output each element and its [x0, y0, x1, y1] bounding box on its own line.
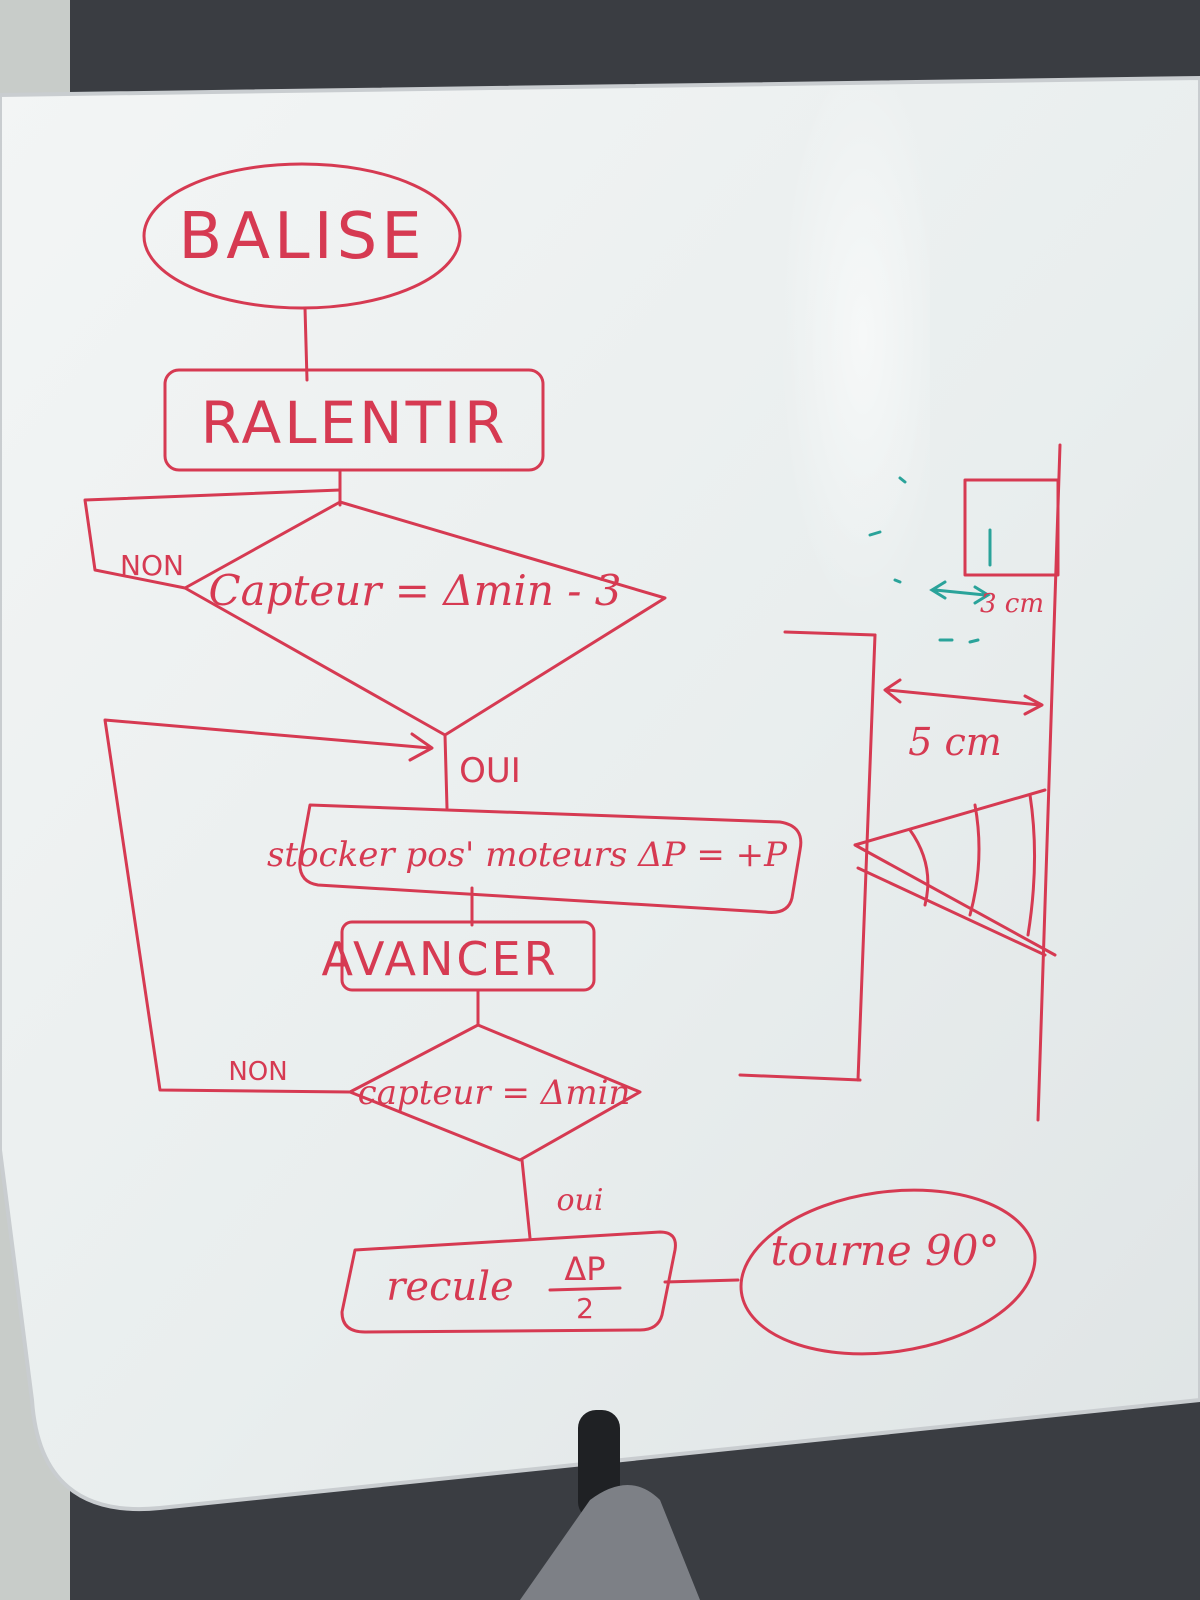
- decision2-no-label: NON: [228, 1057, 287, 1087]
- decision1-no-label: NON: [120, 549, 184, 582]
- connector-decision1-yes: [443, 733, 449, 810]
- store-box: [298, 803, 803, 914]
- advance-label: AVANCER: [321, 932, 558, 986]
- end-label: tourne 90°: [771, 1226, 1000, 1275]
- sketch-beacon-box: [963, 478, 1060, 577]
- teal-dashes: [868, 476, 980, 644]
- decision1-label: Capteur = Δmin - 3: [208, 566, 621, 615]
- start-ellipse: [142, 162, 462, 310]
- slow-box: [163, 368, 545, 472]
- sketch-bottom-ledge: [738, 1073, 862, 1082]
- sketch-top-ledge: [783, 630, 877, 637]
- end-ellipse: [739, 1188, 1037, 1356]
- fabric-strap: [520, 1485, 700, 1600]
- sketch-5cm-label: 5 cm: [908, 720, 1002, 764]
- decision2-diamond: [348, 1023, 642, 1162]
- fraction-bar: [548, 1286, 622, 1292]
- sketch-5cm-arrow: [883, 678, 1044, 716]
- flowchart: [83, 162, 1037, 1356]
- sketch-wall-outer: [1036, 443, 1062, 1122]
- loop-arrow-head: [408, 732, 434, 762]
- advance-box: [340, 920, 596, 992]
- back-box: [340, 1230, 677, 1334]
- decision1-no-loop: [83, 488, 342, 590]
- back-label: recule: [386, 1264, 513, 1310]
- connector-decision2-yes: [520, 1158, 532, 1240]
- sketch-3cm-label: 3 cm: [980, 589, 1044, 619]
- sketch-sensor-cone: [853, 788, 1057, 957]
- start-label: BALISE: [178, 200, 425, 274]
- sketch-wall-inner: [856, 633, 877, 1082]
- store-label: stocker pos' moteurs ΔP = +P: [267, 835, 788, 875]
- decision2-no-loop: [103, 718, 432, 1094]
- connector-back-to-turn: [663, 1278, 740, 1284]
- connector-start-to-slow: [303, 306, 309, 382]
- decision2-label: capteur = Δmin: [358, 1073, 631, 1113]
- sketch-3cm-arrow: [929, 580, 991, 605]
- teal-annotations: [868, 476, 992, 644]
- glare-reflection: [690, 90, 930, 910]
- side-sketch: [738, 443, 1062, 1122]
- sketch-cone-arcs: [908, 793, 1037, 937]
- back-fraction-denominator: 2: [576, 1292, 594, 1325]
- decision2-yes-label: oui: [557, 1183, 604, 1218]
- decision1-yes-label: OUI: [459, 751, 521, 791]
- slow-label: RALENTIR: [201, 389, 508, 457]
- back-fraction-numerator: ΔP: [564, 1250, 605, 1288]
